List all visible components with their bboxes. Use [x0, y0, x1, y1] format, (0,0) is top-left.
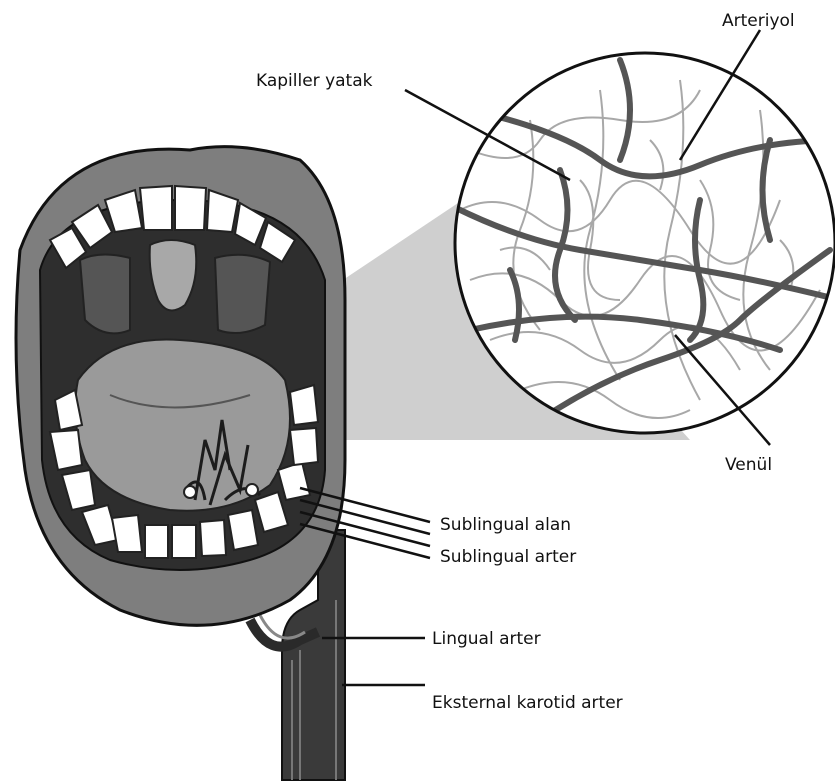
- label-external-carotid-artery: Eksternal karotid arter: [432, 693, 623, 713]
- label-sublingual-artery: Sublingual arter: [440, 547, 576, 567]
- mouth: [16, 147, 345, 626]
- label-lingual-artery: Lingual arter: [432, 629, 541, 649]
- capillary-bed-magnifier: [450, 53, 835, 433]
- label-capillary-bed: Kapiller yatak: [256, 71, 373, 91]
- label-sublingual-area: Sublingual alan: [440, 515, 571, 535]
- label-arteriole: Arteriyol: [722, 11, 795, 31]
- tongue: [75, 340, 290, 511]
- label-venule: Venül: [725, 455, 772, 475]
